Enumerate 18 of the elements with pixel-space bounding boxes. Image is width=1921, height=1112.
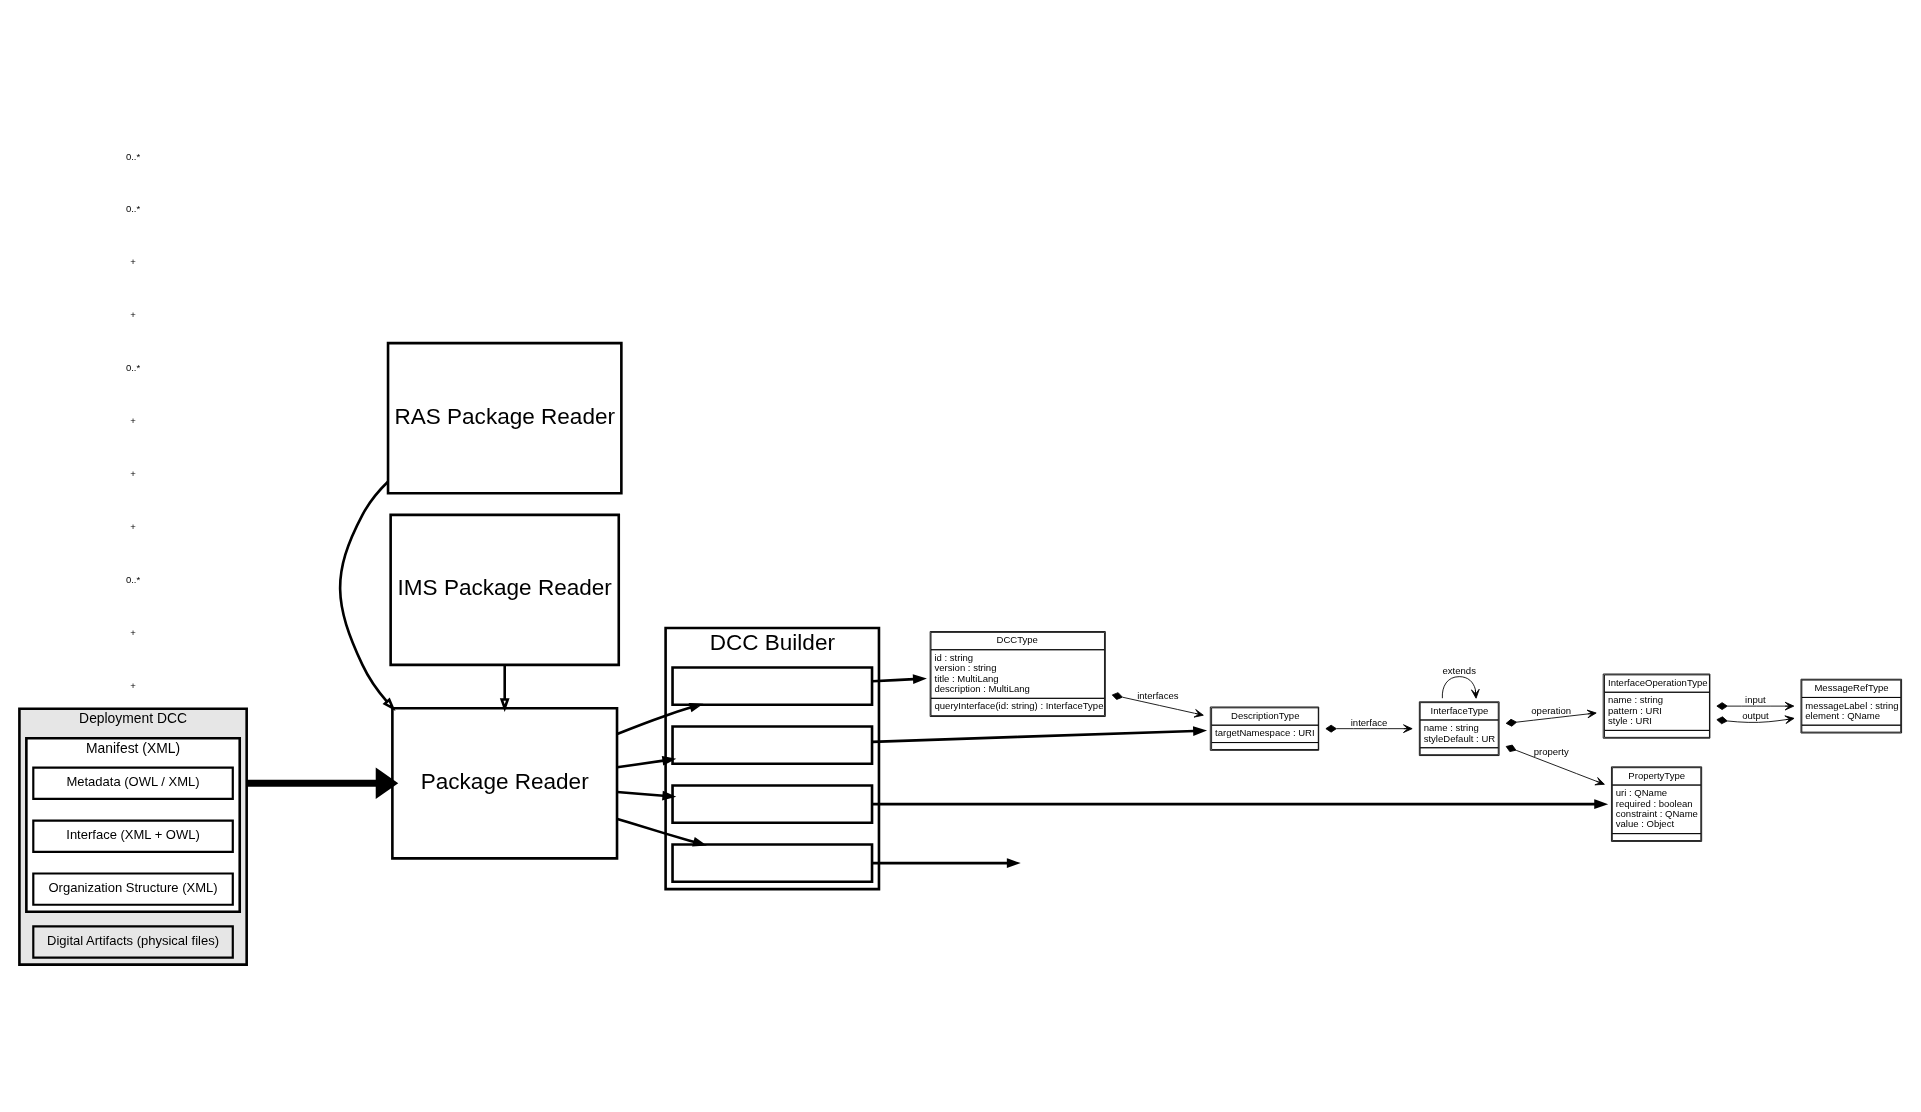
edge-label: operation bbox=[1531, 704, 1572, 716]
edge-label: extends bbox=[1442, 664, 1476, 676]
label: 0..* bbox=[125, 573, 141, 585]
label: + bbox=[130, 679, 136, 691]
edge-label: input bbox=[1745, 693, 1766, 705]
edge-label: property bbox=[1533, 745, 1569, 757]
edge-label: interface bbox=[1350, 716, 1388, 728]
label: 0..* bbox=[125, 361, 141, 373]
edge-label: output bbox=[1742, 709, 1769, 721]
label: + bbox=[130, 467, 136, 479]
label: 0..* bbox=[125, 150, 141, 162]
label: + bbox=[130, 414, 136, 426]
label: + bbox=[130, 255, 136, 267]
label: + bbox=[130, 626, 136, 638]
label: 0..* bbox=[125, 202, 141, 214]
edge-label: interfaces bbox=[1137, 689, 1179, 701]
label: + bbox=[130, 520, 136, 532]
label: + bbox=[130, 308, 136, 320]
